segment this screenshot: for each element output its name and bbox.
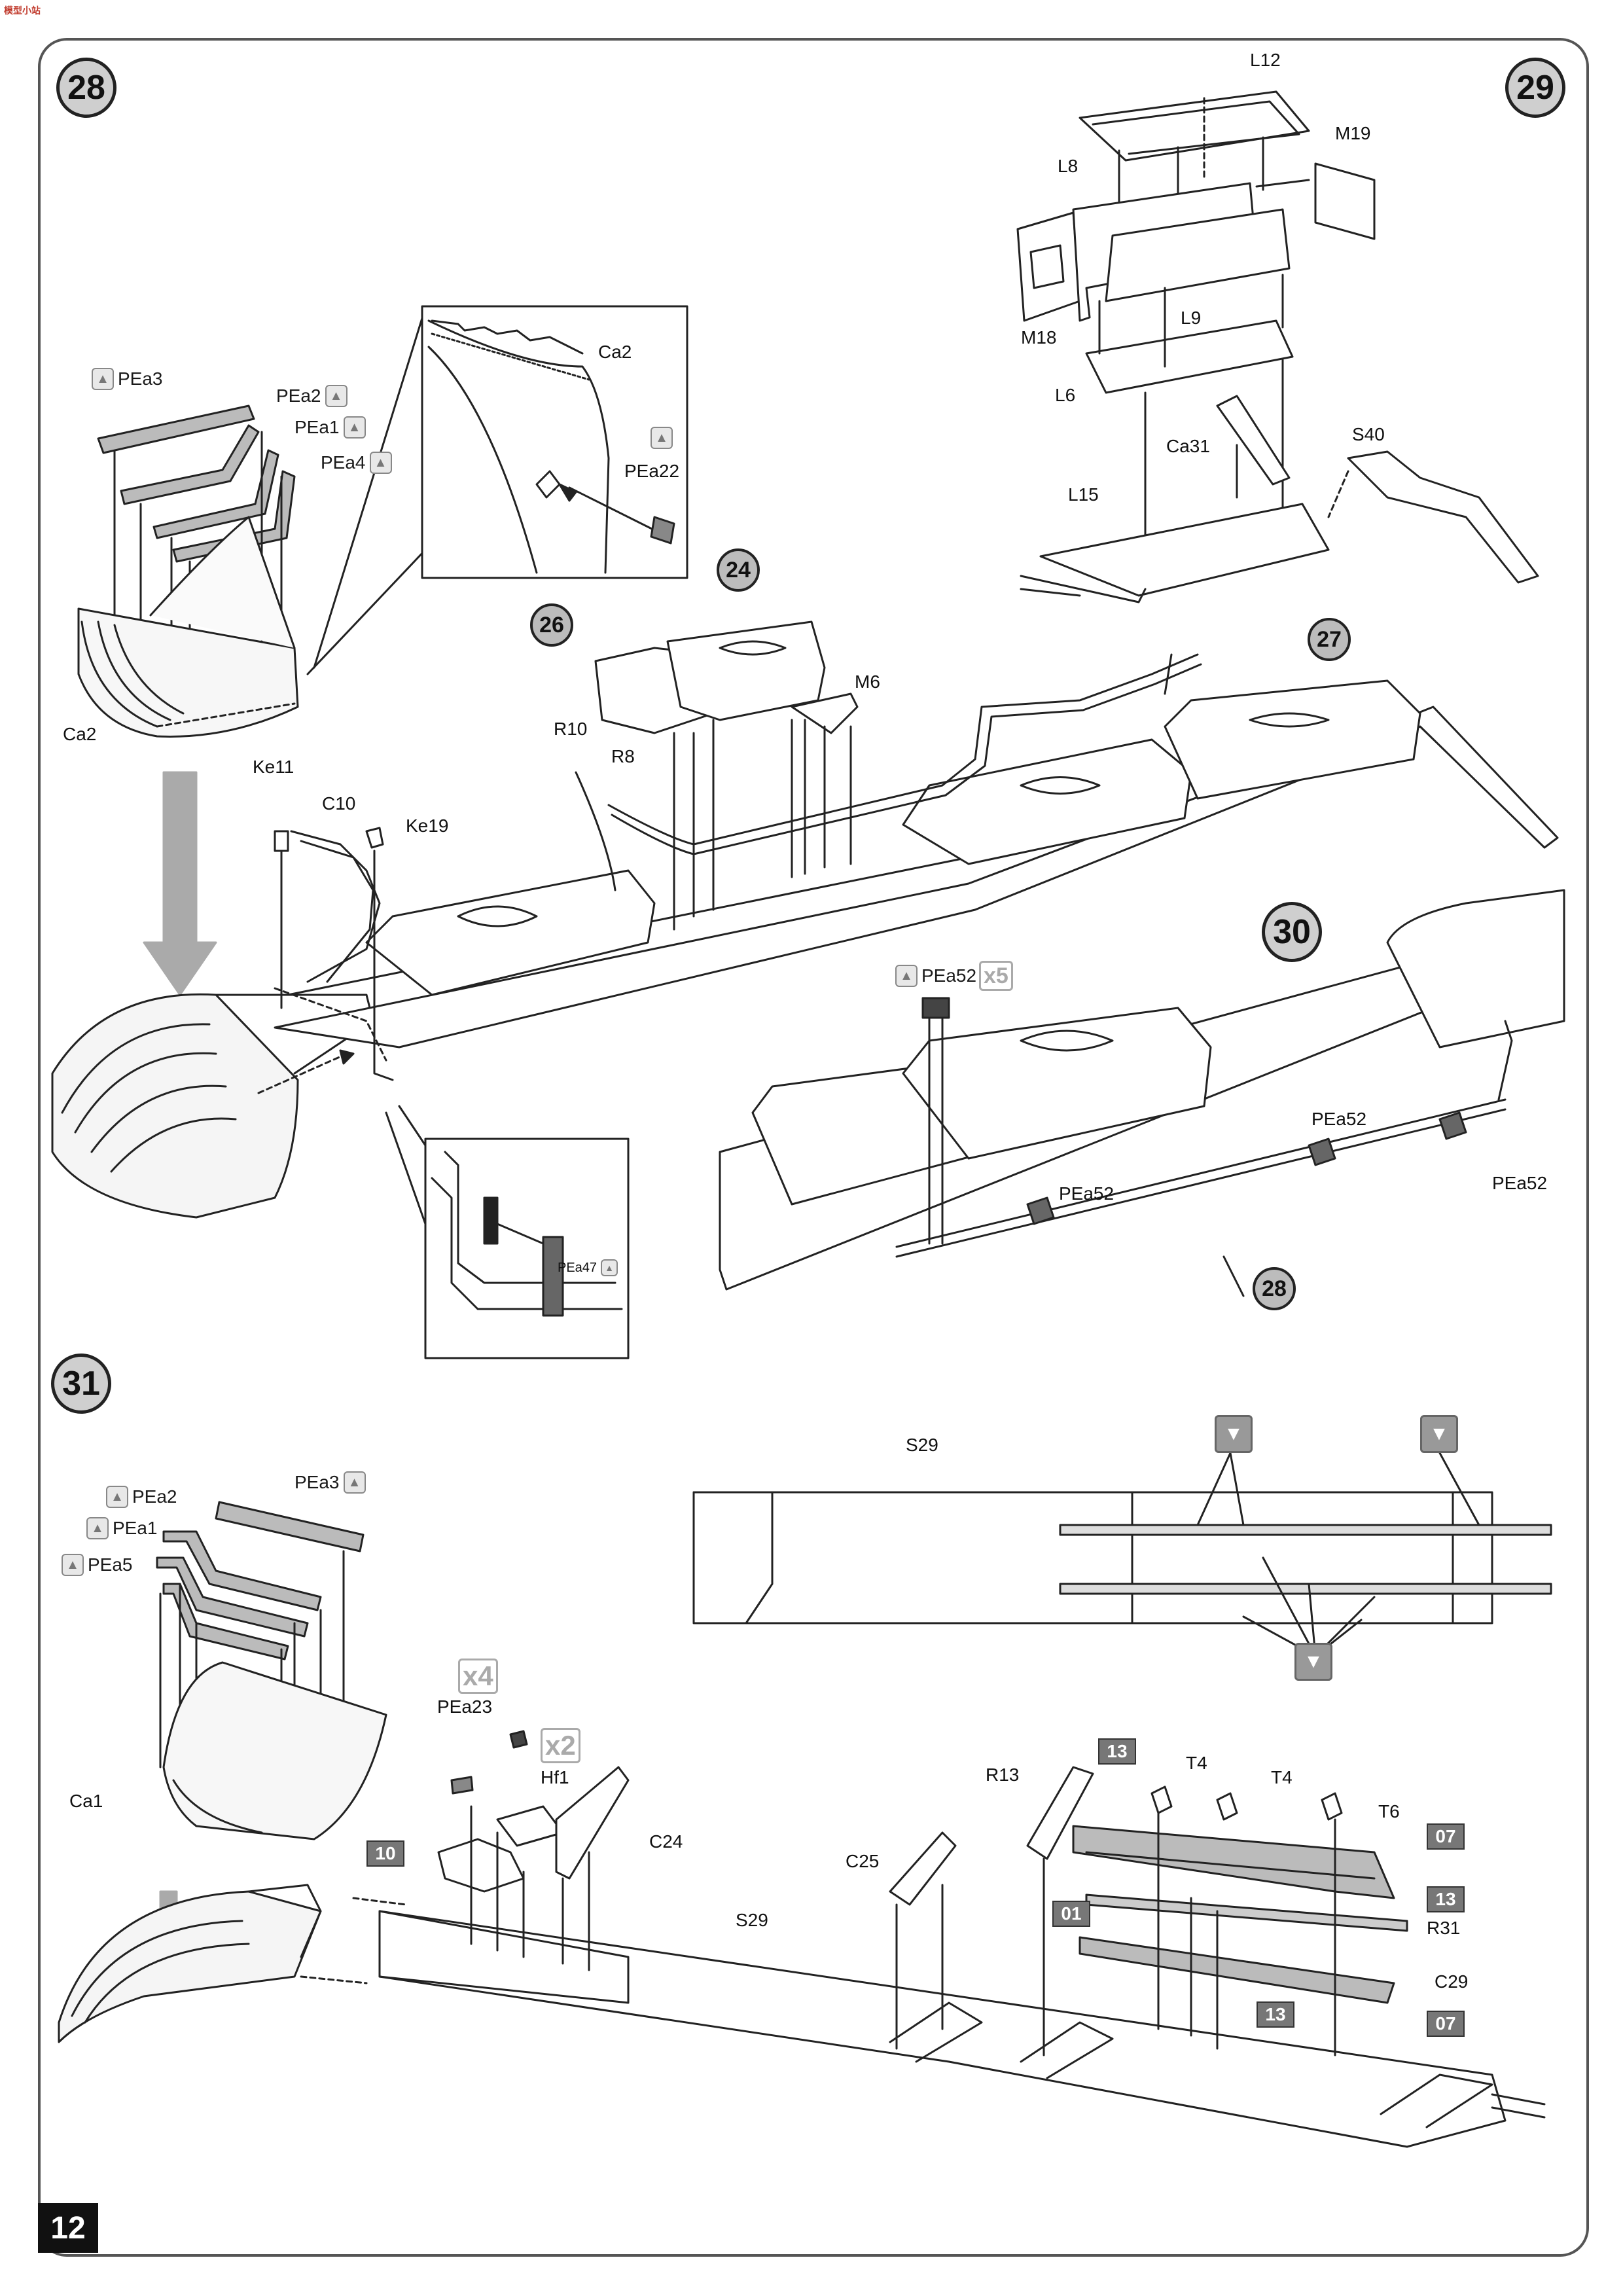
pe-label-pea52-top: ▲ PEa52 (895, 965, 976, 987)
part-label-c29: C29 (1435, 1971, 1469, 1992)
part-label-c10: C10 (322, 793, 356, 814)
photo-etch-icon: ▲ (369, 452, 392, 474)
ref-step-28: 28 (1253, 1267, 1296, 1310)
page-frame (38, 38, 1589, 2257)
photo-etch-icon: ▲ (651, 427, 673, 449)
part-label-ke11: Ke11 (253, 757, 294, 777)
part-label-pea52-c: PEa52 (1492, 1173, 1548, 1193)
part-label-m19: M19 (1335, 123, 1371, 143)
part-label-m6: M6 (855, 672, 880, 692)
part-label-c25: C25 (846, 1851, 880, 1871)
part-label-r13: R13 (986, 1765, 1020, 1785)
down-arrow-icon: ▼ (1420, 1415, 1458, 1453)
part-label-pea52-b: PEa52 (1059, 1183, 1115, 1204)
step29-box-assembly (1016, 90, 1539, 603)
ref-step-27: 27 (1308, 618, 1351, 661)
pe-label-pea1-s31: ▲ PEa1 (86, 1517, 158, 1539)
part-label-c24: C24 (649, 1831, 683, 1852)
part-label-r8: R8 (611, 746, 635, 766)
step28-detail-box-pea47 (424, 1138, 630, 1359)
photo-etch-icon: ▲ (325, 385, 348, 407)
part-label-r10: R10 (554, 719, 588, 739)
part-label-ke19: Ke19 (406, 816, 449, 836)
sprue-tag-13-b: 13 (1427, 1886, 1465, 1912)
step28-fender-parts (77, 306, 427, 996)
photo-etch-icon: ▲ (86, 1517, 109, 1539)
step28-detail-box-ca2 (421, 305, 688, 579)
part-label-t4-a: T4 (1186, 1753, 1207, 1773)
quantity-badge-x5: x5 (979, 961, 1013, 991)
part-label-r31: R31 (1427, 1918, 1461, 1938)
pe-label-pea5-s31: ▲ PEa5 (62, 1554, 133, 1576)
part-label-m18: M18 (1021, 327, 1057, 348)
pe-label-pea2: PEa2 ▲ (276, 385, 348, 407)
photo-etch-icon: ▲ (601, 1259, 618, 1276)
step-number-31: 31 (51, 1354, 111, 1414)
part-label-ca2: Ca2 (63, 724, 97, 744)
part-label-t4-b: T4 (1271, 1767, 1293, 1787)
step-number-28: 28 (56, 58, 116, 118)
sprue-tag-07-a: 07 (1427, 1823, 1465, 1850)
part-label-ca2-detail: Ca2 (598, 342, 632, 362)
pe-label-pea2-s31: ▲ PEa2 (106, 1486, 177, 1508)
step-number-29: 29 (1505, 58, 1565, 118)
step31-frame-top (692, 1452, 1552, 1657)
part-label-s40: S40 (1352, 424, 1385, 444)
part-label-s29-top: S29 (906, 1435, 938, 1455)
sprue-tag-13-c: 13 (1257, 2001, 1294, 2028)
step30-assembly (719, 889, 1565, 1297)
pe-label-pea1: PEa1 ▲ (294, 416, 366, 439)
part-label-ca31: Ca31 (1166, 436, 1210, 456)
page-number: 12 (38, 2203, 98, 2253)
pe-label-pea3: ▲ PEa3 (92, 368, 163, 390)
pe-label-pea22: PEa22 (624, 461, 680, 481)
quantity-badge-x4: x4 (458, 1659, 498, 1694)
ref-step-24: 24 (717, 548, 760, 592)
quantity-badge-x2: x2 (541, 1728, 580, 1763)
photo-etch-icon: ▲ (895, 965, 918, 987)
pe-label-pea47: PEa47 ▲ (558, 1259, 618, 1276)
photo-etch-icon: ▲ (343, 416, 366, 439)
part-label-s29-bottom: S29 (736, 1910, 768, 1930)
step28-rear-fender (51, 993, 374, 1219)
part-label-l15: L15 (1068, 484, 1099, 505)
down-arrow-icon: ▼ (1294, 1643, 1332, 1681)
photo-etch-icon: ▲ (106, 1486, 128, 1508)
step31-chassis (58, 1730, 1546, 2148)
part-label-l6: L6 (1055, 385, 1076, 405)
sprue-tag-07-b: 07 (1427, 2011, 1465, 2037)
part-label-l9: L9 (1181, 308, 1202, 328)
pe-label-pea23: PEa23 (437, 1696, 493, 1717)
ref-step-26: 26 (530, 603, 573, 647)
part-label-pea52-a: PEa52 (1311, 1109, 1367, 1129)
part-label-l12: L12 (1250, 50, 1281, 70)
part-label-t6: T6 (1378, 1801, 1400, 1821)
sprue-tag-10: 10 (366, 1840, 404, 1867)
part-label-hf1: Hf1 (541, 1767, 569, 1787)
step28-chassis (274, 620, 1559, 1225)
photo-etch-icon: ▲ (343, 1471, 366, 1494)
sprue-tag-13-a: 13 (1098, 1738, 1136, 1765)
photo-etch-icon: ▲ (92, 368, 114, 390)
sprue-tag-01: 01 (1052, 1901, 1090, 1927)
step-number-30: 30 (1262, 902, 1322, 962)
pe-icon-pea22: ▲ (651, 427, 673, 449)
pe-label-pea4: PEa4 ▲ (321, 452, 392, 474)
down-arrow-icon: ▼ (1215, 1415, 1253, 1453)
step31-fender-parts (146, 1501, 387, 1965)
site-logo: 模型小站 (4, 5, 41, 16)
pe-label-pea3-s31: PEa3 ▲ (294, 1471, 366, 1494)
part-label-l8: L8 (1058, 156, 1079, 176)
photo-etch-icon: ▲ (62, 1554, 84, 1576)
part-label-ca1: Ca1 (69, 1791, 103, 1811)
